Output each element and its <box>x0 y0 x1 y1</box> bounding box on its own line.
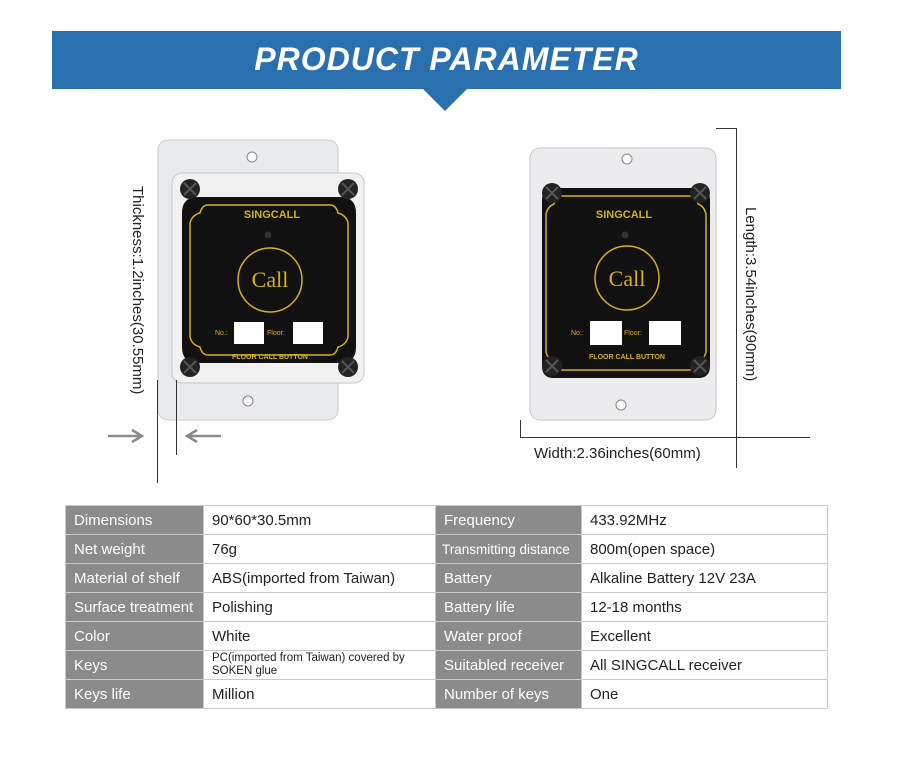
banner-pointer-icon <box>423 89 467 111</box>
screw-icon <box>542 183 562 203</box>
spec-value: Million <box>203 679 436 709</box>
screw-icon <box>180 357 200 377</box>
spec-key: Surface treatment <box>65 592 204 622</box>
table-row: Color White Water proof Excellent <box>65 621 828 651</box>
spec-value: Polishing <box>203 592 436 622</box>
table-row: Surface treatment Polishing Battery life… <box>65 592 828 622</box>
spec-value: 800m(open space) <box>581 534 828 564</box>
screw-icon <box>542 356 562 376</box>
screw-icon <box>690 183 710 203</box>
no-label: No.: <box>215 330 228 337</box>
screw-icon <box>338 357 358 377</box>
width-label: Width:2.36inches(60mm) <box>534 445 701 462</box>
spec-key: Frequency <box>435 505 582 535</box>
brand-label: SINGCALL <box>244 209 301 221</box>
spec-key: Battery <box>435 563 582 593</box>
thickness-label: Thickness:1.2inches(30.55mm) <box>129 186 146 395</box>
spec-value: White <box>203 621 436 651</box>
no-box <box>234 322 264 344</box>
width-left-tick <box>520 420 521 437</box>
arrow-right-icon <box>108 428 145 444</box>
device-face <box>182 197 356 363</box>
spec-key: Transmitting distance <box>435 534 582 564</box>
spec-key: Suitabled receiver <box>435 650 582 680</box>
floor-box <box>649 321 681 345</box>
table-row: Keys PC(imported from Taiwan) covered by… <box>65 650 828 680</box>
spec-value: All SINGCALL receiver <box>581 650 828 680</box>
spec-key: Keys life <box>65 679 204 709</box>
header-banner: PRODUCT PARAMETER <box>52 31 841 89</box>
no-label: No.: <box>571 330 584 337</box>
led-indicator-icon <box>264 231 272 239</box>
spec-value: Alkaline Battery 12V 23A <box>581 563 828 593</box>
gold-trim <box>545 195 707 371</box>
width-line <box>520 437 810 438</box>
spec-value: 433.92MHz <box>581 505 828 535</box>
gold-trim <box>189 204 349 356</box>
spec-key: Battery life <box>435 592 582 622</box>
length-line <box>736 128 737 468</box>
thickness-line-right <box>176 380 177 455</box>
spec-key: Dimensions <box>65 505 204 535</box>
spec-value: Excellent <box>581 621 828 651</box>
mount-hole-bottom <box>615 399 627 411</box>
specs-table: Dimensions 90*60*30.5mm Frequency 433.92… <box>65 505 828 709</box>
footer-label: FLOOR CALL BUTTON <box>589 354 665 361</box>
spec-key: Number of keys <box>435 679 582 709</box>
screw-icon <box>180 179 200 199</box>
spec-value: ABS(imported from Taiwan) <box>203 563 436 593</box>
screw-icon <box>338 179 358 199</box>
no-box <box>590 321 622 345</box>
spec-key: Material of shelf <box>65 563 204 593</box>
spec-value: 90*60*30.5mm <box>203 505 436 535</box>
brand-label: SINGCALL <box>596 209 653 221</box>
mount-hole-top <box>621 153 633 165</box>
spec-value: 76g <box>203 534 436 564</box>
spec-value: PC(imported from Taiwan) covered by SOKE… <box>203 650 436 680</box>
screw-icon <box>690 356 710 376</box>
spec-key: Net weight <box>65 534 204 564</box>
spec-key: Color <box>65 621 204 651</box>
floor-label: Floor: <box>267 330 285 337</box>
length-top-tick <box>716 128 736 129</box>
table-row: Dimensions 90*60*30.5mm Frequency 433.92… <box>65 505 828 535</box>
spec-value: 12-18 months <box>581 592 828 622</box>
device-angled-view: SINGCALL Call No.: Floor: FLOOR CALL BUT… <box>157 139 365 421</box>
call-label: Call <box>609 266 646 291</box>
table-row: Material of shelf ABS(imported from Taiw… <box>65 563 828 593</box>
mount-hole-bottom <box>242 395 254 407</box>
table-row: Net weight 76g Transmitting distance 800… <box>65 534 828 564</box>
floor-box <box>293 322 323 344</box>
thickness-line-left <box>157 380 158 483</box>
spec-value: One <box>581 679 828 709</box>
length-label: Length:3.54inches(90mm) <box>742 207 759 382</box>
floor-label: Floor: <box>624 330 642 337</box>
call-ring <box>237 247 303 313</box>
call-ring <box>594 245 660 311</box>
footer-label: FLOOR CALL BUTTON <box>232 354 308 361</box>
arrow-left-icon <box>184 428 221 444</box>
spec-key: Keys <box>65 650 204 680</box>
device-front-view: SINGCALL Call No.: Floor: FLOOR CALL BUT… <box>529 147 717 421</box>
spec-key: Water proof <box>435 621 582 651</box>
call-label: Call <box>252 267 289 292</box>
table-row: Keys life Million Number of keys One <box>65 679 828 709</box>
page-title: PRODUCT PARAMETER <box>254 41 639 77</box>
mount-hole-top <box>246 151 258 163</box>
led-indicator-icon <box>621 231 629 239</box>
